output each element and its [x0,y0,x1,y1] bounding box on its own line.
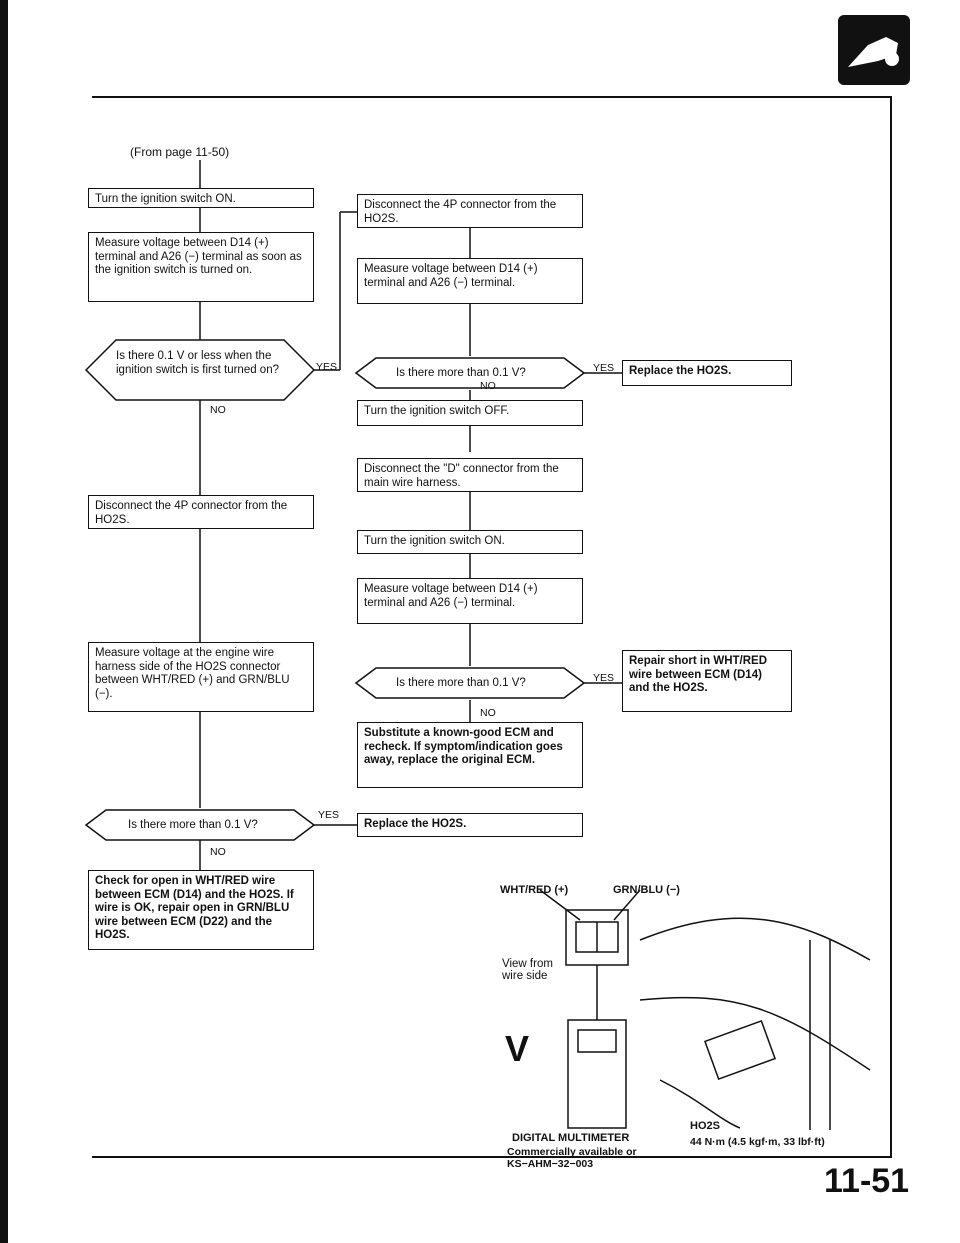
step-disconnect-4p-middle: Disconnect the 4P connector from the HO2… [357,194,583,228]
yes-label: YES [316,361,338,373]
ho2s-label: HO2S [690,1120,720,1132]
step-measure-voltage-disconnected: Measure voltage between D14 (+) terminal… [357,258,583,304]
step-substitute-ecm: Substitute a known-good ECM and recheck.… [357,722,583,788]
step-measure-harness-side: Measure voltage at the engine wire harne… [88,642,314,712]
grn-blu-label: GRN/BLU (−) [613,884,680,896]
step-turn-ignition-on-again: Turn the ignition switch ON. [357,530,583,554]
decision-diamond-middle-2 [354,667,586,699]
decision-diamond-harness [84,809,316,841]
decision-diamond-middle-1 [354,357,586,389]
decision-initial-text: Is there 0.1 V or less when the ignition… [116,350,279,376]
decision-middle-2-text: Is there more than 0.1 V? [396,677,526,689]
no-label: NO [210,404,226,416]
step-turn-ignition-on: Turn the ignition switch ON. [88,188,314,208]
step-check-open-circuit: Check for open in WHT/RED wire between E… [88,870,314,950]
decision-harness-text: Is there more than 0.1 V? [128,819,258,831]
page-frame-bottom [92,1156,892,1158]
ho2s-illustration [539,889,871,1130]
meter-v-symbol: V [505,1028,530,1069]
wht-red-label: WHT/RED (+) [500,884,569,896]
meter-subtitle: Commercially available or KS−AHM−32−003 [507,1146,637,1170]
step-disconnect-d-connector: Disconnect the "D" connector from the ma… [357,458,583,492]
section-icon [838,15,910,85]
yes-label: YES [593,672,615,684]
step-measure-voltage-d-disconnected: Measure voltage between D14 (+) terminal… [357,578,583,624]
step-turn-ignition-off: Turn the ignition switch OFF. [357,400,583,426]
page-number: 11-51 [824,1162,910,1200]
page-frame-right [890,96,892,1156]
yes-label: YES [318,809,340,821]
step-replace-ho2s-right: Replace the HO2S. [622,360,792,386]
torque-spec: 44 N·m (4.5 kgf·m, 33 lbf·ft) [690,1136,825,1148]
step-replace-ho2s-middle: Replace the HO2S. [357,813,583,837]
decision-diamond-initial [84,339,316,401]
no-label: NO [480,380,496,392]
yes-label: YES [593,362,615,374]
meter-title: DIGITAL MULTIMETER [512,1132,630,1144]
step-measure-voltage-initial: Measure voltage between D14 (+) terminal… [88,232,314,302]
no-label: NO [480,707,496,719]
decision-middle-1-text: Is there more than 0.1 V? [396,367,526,379]
view-from-label: View from wire side [502,958,553,982]
step-disconnect-4p-left: Disconnect the 4P connector from the HO2… [88,495,314,529]
no-label: NO [210,846,226,858]
page-frame-top [92,96,892,98]
step-repair-short: Repair short in WHT/RED wire between ECM… [622,650,792,712]
page-edge-strip [0,0,8,1243]
from-page-note: (From page 11-50) [130,145,230,159]
